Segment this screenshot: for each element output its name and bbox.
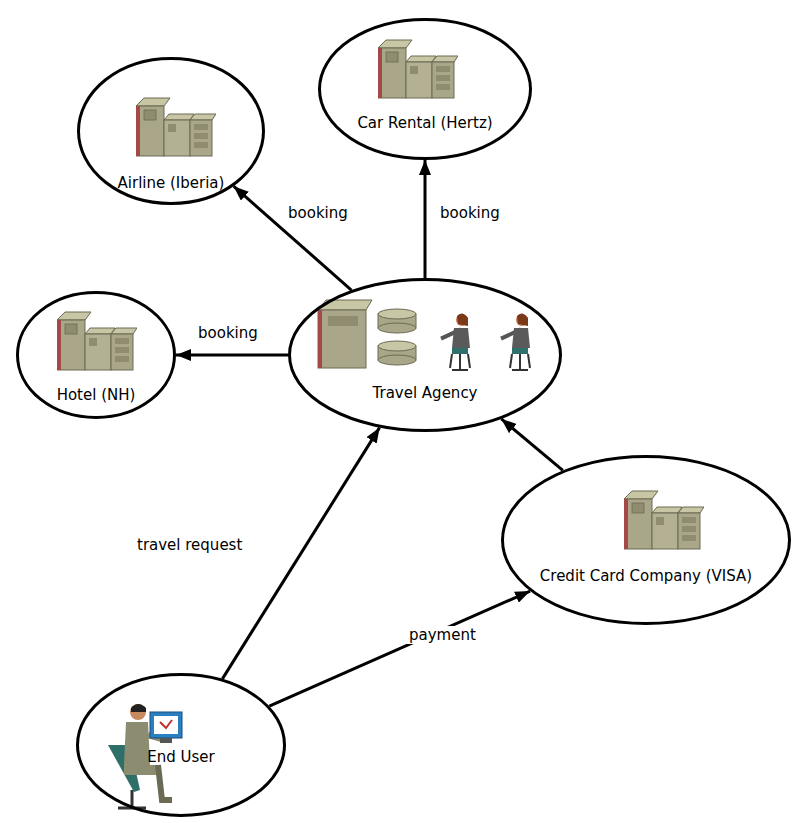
ellipse-shape	[503, 457, 790, 624]
edge-label: payment	[407, 626, 478, 644]
arrow-connector	[424, 160, 427, 278]
edge-label: booking	[438, 204, 502, 222]
ellipse-shape	[290, 280, 561, 431]
server-icon	[136, 98, 216, 156]
ellipse-shape	[320, 20, 531, 159]
database-disks	[378, 309, 416, 365]
node-label: Airline (Iberia)	[118, 174, 225, 192]
arrow-connector	[222, 428, 379, 679]
hotel-node: Hotel (NH)	[16, 291, 176, 419]
node-label: Travel Agency	[373, 384, 478, 402]
credit-card-node: Credit Card Company (VISA)	[501, 455, 791, 625]
node-label-row: Airline (Iberia)	[77, 174, 265, 192]
ellipse-shape	[18, 293, 175, 418]
node-label-row: Credit Card Company (VISA)	[501, 567, 791, 585]
node-label-row: End User	[76, 748, 286, 766]
server-icon	[57, 312, 137, 370]
node-label-row: Travel Agency	[288, 384, 562, 402]
ellipse-shape	[78, 675, 285, 816]
arrow-connector	[234, 186, 352, 290]
ellipse-outline	[288, 278, 562, 432]
edge-label: travel request	[135, 536, 244, 554]
travel-agency-server	[318, 300, 372, 368]
car-rental-node: Car Rental (Hertz)	[318, 18, 532, 160]
arrow-connector	[176, 354, 288, 357]
arrow-connector	[501, 419, 562, 470]
edge-label: booking	[286, 204, 350, 222]
node-label-row: Hotel (NH)	[16, 386, 176, 404]
end-user-node: End User	[76, 673, 286, 817]
airline-node: Airline (Iberia)	[77, 57, 265, 205]
operator-icon	[440, 313, 470, 370]
edge-label: booking	[196, 324, 260, 342]
ellipse-shape	[79, 59, 264, 204]
ellipse-outline	[501, 455, 791, 625]
node-label-row: Car Rental (Hertz)	[318, 114, 532, 132]
server-icon	[378, 40, 458, 98]
server-icon	[624, 491, 704, 549]
arrow-connector	[269, 591, 530, 706]
node-label: Credit Card Company (VISA)	[540, 567, 752, 585]
travel-agency-node: Travel Agency	[288, 278, 562, 432]
node-label: Car Rental (Hertz)	[357, 114, 492, 132]
node-label: Hotel (NH)	[57, 386, 136, 404]
node-label: End User	[147, 748, 214, 766]
ellipse-outline	[318, 18, 532, 160]
operator-icon	[500, 313, 530, 370]
ellipse-outline	[76, 673, 286, 817]
